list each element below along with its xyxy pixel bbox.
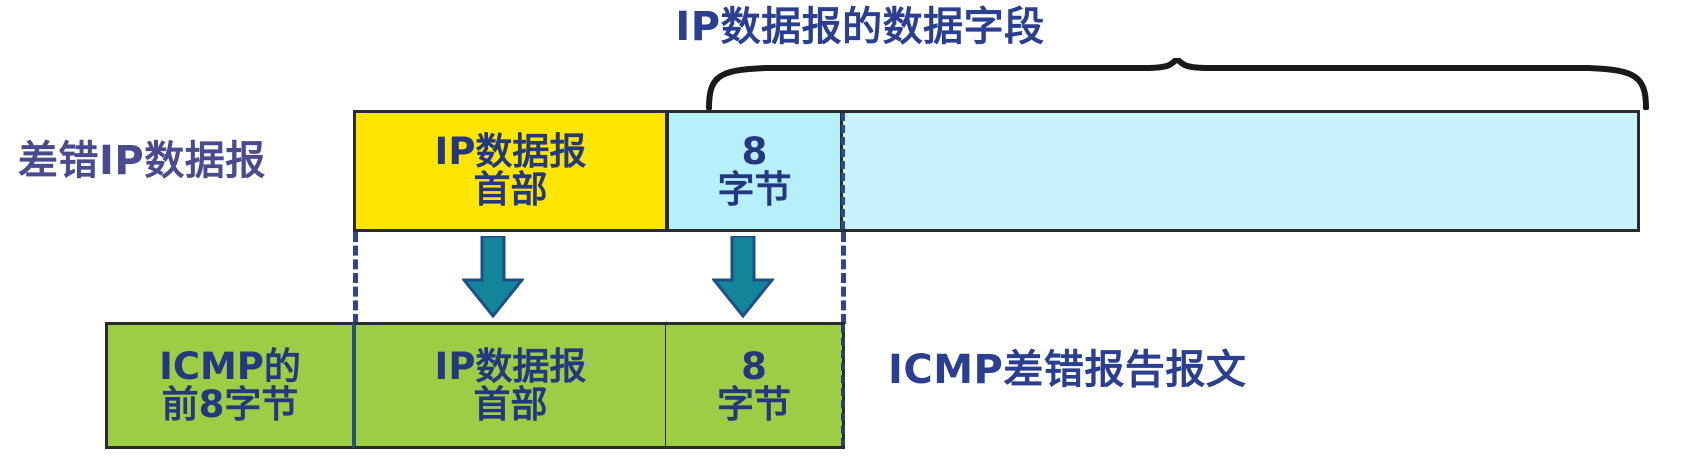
top-eight-bytes-text: 8 字节	[717, 130, 792, 211]
copy-header-arrow-icon	[462, 236, 524, 318]
icmp-error-report-label: ICMP差错报告报文	[888, 347, 1247, 393]
copied-ip-header-box: IP数据报 首部	[352, 322, 668, 449]
icmp-first-eight-bytes-box: ICMP的 前8字节	[105, 322, 355, 449]
ip-datagram-data-field-box	[841, 110, 1640, 232]
data-field-caption: IP数据报的数据字段	[675, 4, 1045, 50]
top-eight-bytes-box: 8 字节	[666, 110, 843, 232]
right-alignment-dashed-line	[841, 232, 846, 324]
data-field-brace-icon	[706, 58, 1649, 110]
copied-eight-bytes-text: 8 字节	[717, 344, 791, 426]
copied-ip-header-text: IP数据报 首部	[434, 344, 587, 426]
copied-eight-bytes-box: 8 字节	[666, 322, 845, 449]
bottom-eight-bytes-divider	[841, 325, 845, 446]
icmp-first-eight-bytes-text: ICMP的 前8字节	[159, 344, 301, 426]
top-eight-bytes-divider	[841, 113, 845, 229]
left-alignment-dashed-line	[353, 232, 358, 324]
errored-ip-datagram-label: 差错IP数据报	[18, 138, 266, 184]
ip-datagram-header-box: IP数据报 首部	[353, 110, 668, 232]
copy-eight-bytes-arrow-icon	[712, 236, 774, 318]
ip-datagram-header-text: IP数据报 首部	[434, 130, 587, 211]
